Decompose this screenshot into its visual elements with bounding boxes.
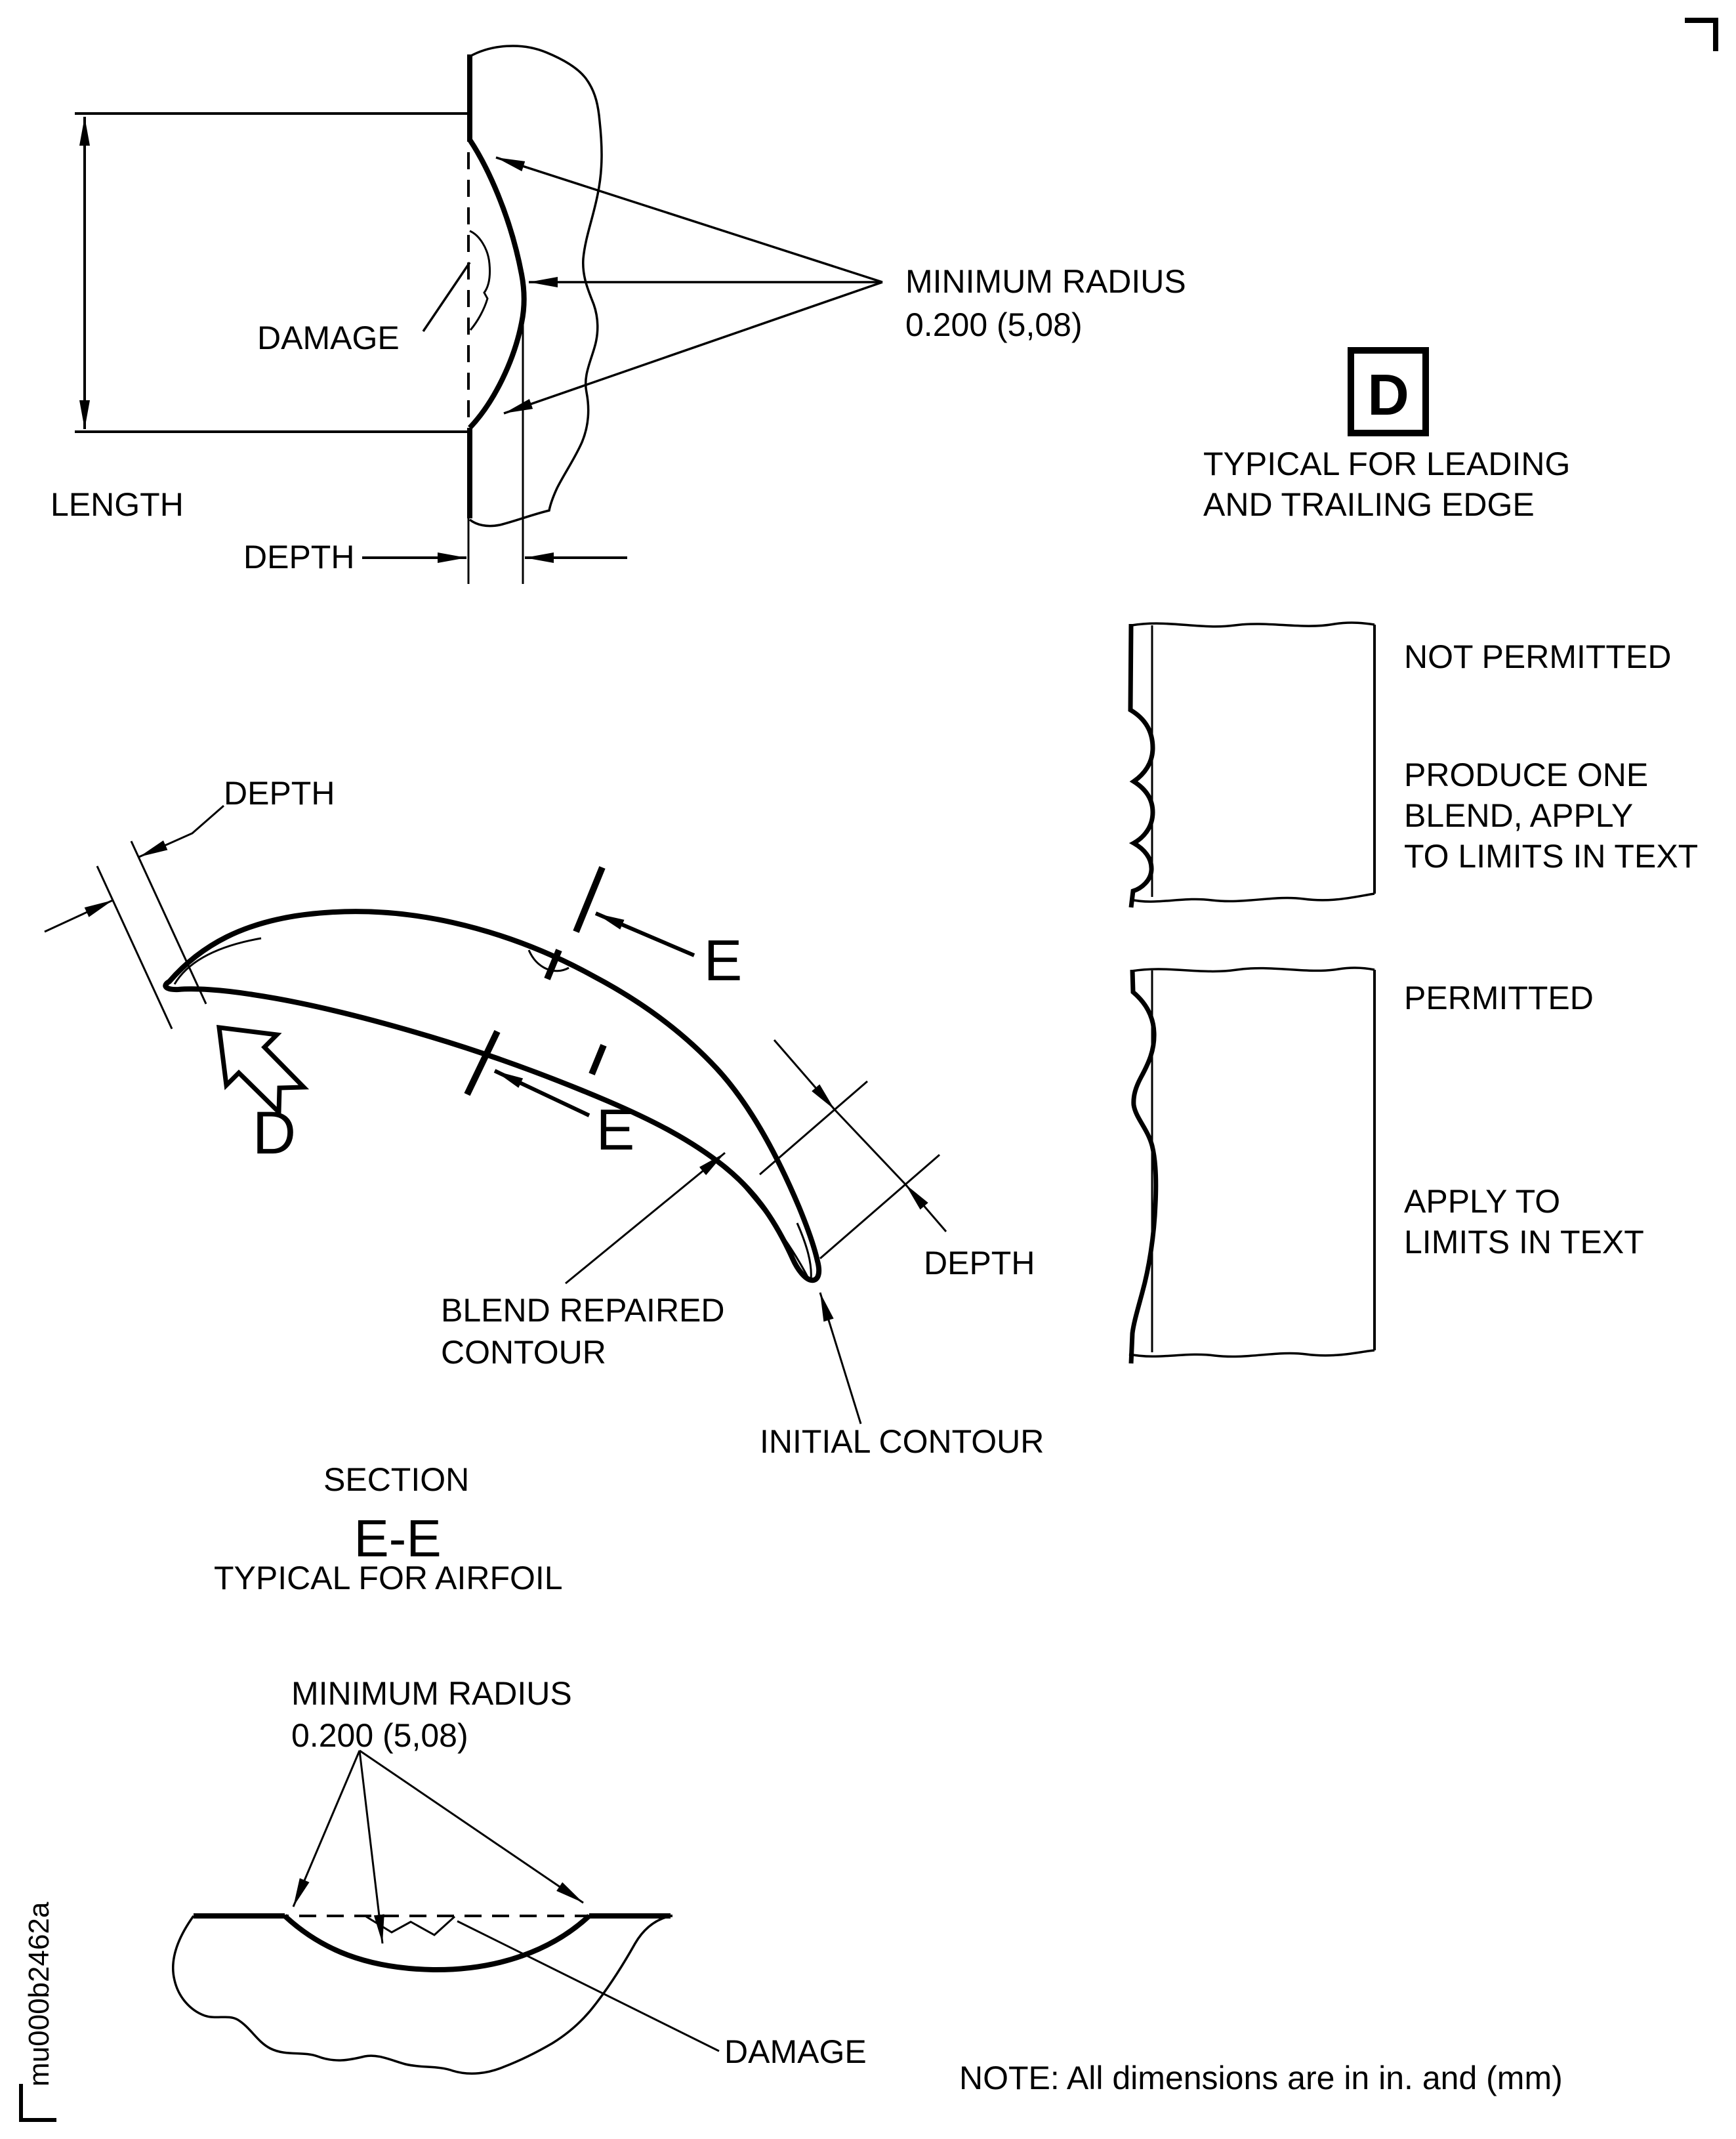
p-top-wavy (1131, 966, 1375, 973)
section-arrow-top (594, 911, 695, 957)
section-cut-line-top (573, 866, 606, 933)
depth-te-arrow-upper (773, 1039, 836, 1110)
np-bottom-wavy (1130, 892, 1375, 903)
detail-d-caption-line2: AND TRAILING EDGE (1203, 486, 1535, 523)
single-blend-permitted-figure (1128, 966, 1376, 1364)
bottom-min-radius-leader-2 (358, 1750, 384, 1944)
detail-d-box (1348, 347, 1429, 436)
damage-contour (469, 230, 491, 331)
bottom-damage-contour (365, 1915, 456, 1936)
blend-scallop (283, 1914, 591, 1973)
detail-d-caption-line1: TYPICAL FOR LEADING (1203, 446, 1570, 482)
dimensions-note: NOTE: All dimensions are in in. and (mm) (959, 2060, 1563, 2096)
depth-te-dim-line (833, 1108, 907, 1186)
min-radius-leader-1 (495, 156, 883, 283)
bottom-min-radius-leader-3 (359, 1749, 584, 1904)
np-caption-line2: BLEND, APPLY (1404, 797, 1633, 834)
depth-te-extension-2 (819, 1153, 940, 1260)
depth-le-leader (138, 804, 224, 858)
surface-blend-section-view (171, 1749, 720, 2075)
section-arrow-bottom (493, 1069, 590, 1117)
initial-contour-leader (819, 1292, 862, 1424)
depth-le-extension-b (130, 841, 207, 1005)
blend-repaired-leader (565, 1152, 726, 1285)
depth-le-arrow-lower (44, 899, 114, 933)
damage-leader (422, 262, 471, 332)
not-permitted-label: NOT PERMITTED (1404, 638, 1671, 675)
depth-label-top: DEPTH (243, 539, 354, 575)
section-cut-line-bottom (464, 1029, 501, 1096)
p-caption-line2: LIMITS IN TEXT (1404, 1224, 1644, 1260)
view-d-block-arrow (216, 1024, 310, 1118)
depth-te-extension-1 (759, 1080, 868, 1176)
min-radius-label-line1: MINIMUM RADIUS (905, 263, 1186, 300)
detail-d-marker: D (1348, 347, 1429, 436)
section-label: SECTION (323, 1461, 469, 1498)
depth-le-label: DEPTH (224, 775, 335, 812)
depth-le-extension-a (96, 865, 173, 1029)
permitted-label: PERMITTED (1404, 980, 1594, 1016)
bottom-damage-label: DAMAGE (724, 2033, 867, 2070)
leading-edge-blend-view (75, 45, 883, 584)
bottom-damage-leader (457, 1920, 720, 2052)
length-label: LENGTH (51, 486, 184, 523)
blend-repaired-curve (467, 138, 527, 430)
section-e-label-top: E (704, 928, 743, 993)
np-scalloped-edge (1128, 623, 1155, 908)
multiple-blends-not-permitted-figure (1128, 621, 1376, 908)
section-tick-top (544, 949, 562, 980)
corner-mark-bottom-left (19, 2084, 56, 2122)
detail-d-letter: D (1367, 362, 1409, 427)
depth-te-arrow-lower (904, 1184, 947, 1232)
bottom-material-outline (171, 1915, 671, 2075)
section-e-label-bottom: E (596, 1097, 635, 1162)
section-caption: TYPICAL FOR AIRFOIL (214, 1560, 563, 1596)
view-d-label: D (253, 1100, 296, 1167)
le-initial-contour (173, 937, 262, 985)
section-tick-bottom (589, 1044, 607, 1075)
top-surface-blend-scallop (527, 949, 569, 972)
corner-mark-top-right (1685, 18, 1718, 51)
np-caption-line3: TO LIMITS IN TEXT (1404, 838, 1698, 875)
np-caption-line1: PRODUCE ONE (1404, 757, 1648, 793)
p-bottom-wavy (1128, 1349, 1375, 1358)
te-initial-contour (726, 1167, 810, 1279)
material-outline (468, 45, 603, 528)
np-top-wavy (1131, 621, 1375, 628)
p-blended-edge (1128, 969, 1159, 1364)
bottom-min-radius-line2: 0.200 (5,08) (291, 1717, 468, 1754)
initial-contour-label: INITIAL CONTOUR (760, 1423, 1044, 1460)
depth-te-label: DEPTH (924, 1245, 1035, 1281)
blend-repaired-label-line1: BLEND REPAIRED (441, 1292, 725, 1329)
blend-repaired-label-line2: CONTOUR (441, 1334, 606, 1371)
section-name: E-E (354, 1509, 441, 1568)
airfoil-outline (163, 909, 822, 1283)
bottom-min-radius-line1: MINIMUM RADIUS (291, 1675, 572, 1712)
document-id: mu000b2462a (23, 1901, 55, 2087)
airfoil-section-view (44, 804, 947, 1424)
bottom-min-radius-leader-1 (292, 1750, 361, 1907)
damage-label-top: DAMAGE (257, 320, 400, 356)
p-caption-line1: APPLY TO (1404, 1183, 1560, 1220)
min-radius-label-line2: 0.200 (5,08) (905, 306, 1083, 343)
te-initial-edge (796, 1222, 812, 1280)
min-radius-leader-3 (503, 281, 883, 415)
